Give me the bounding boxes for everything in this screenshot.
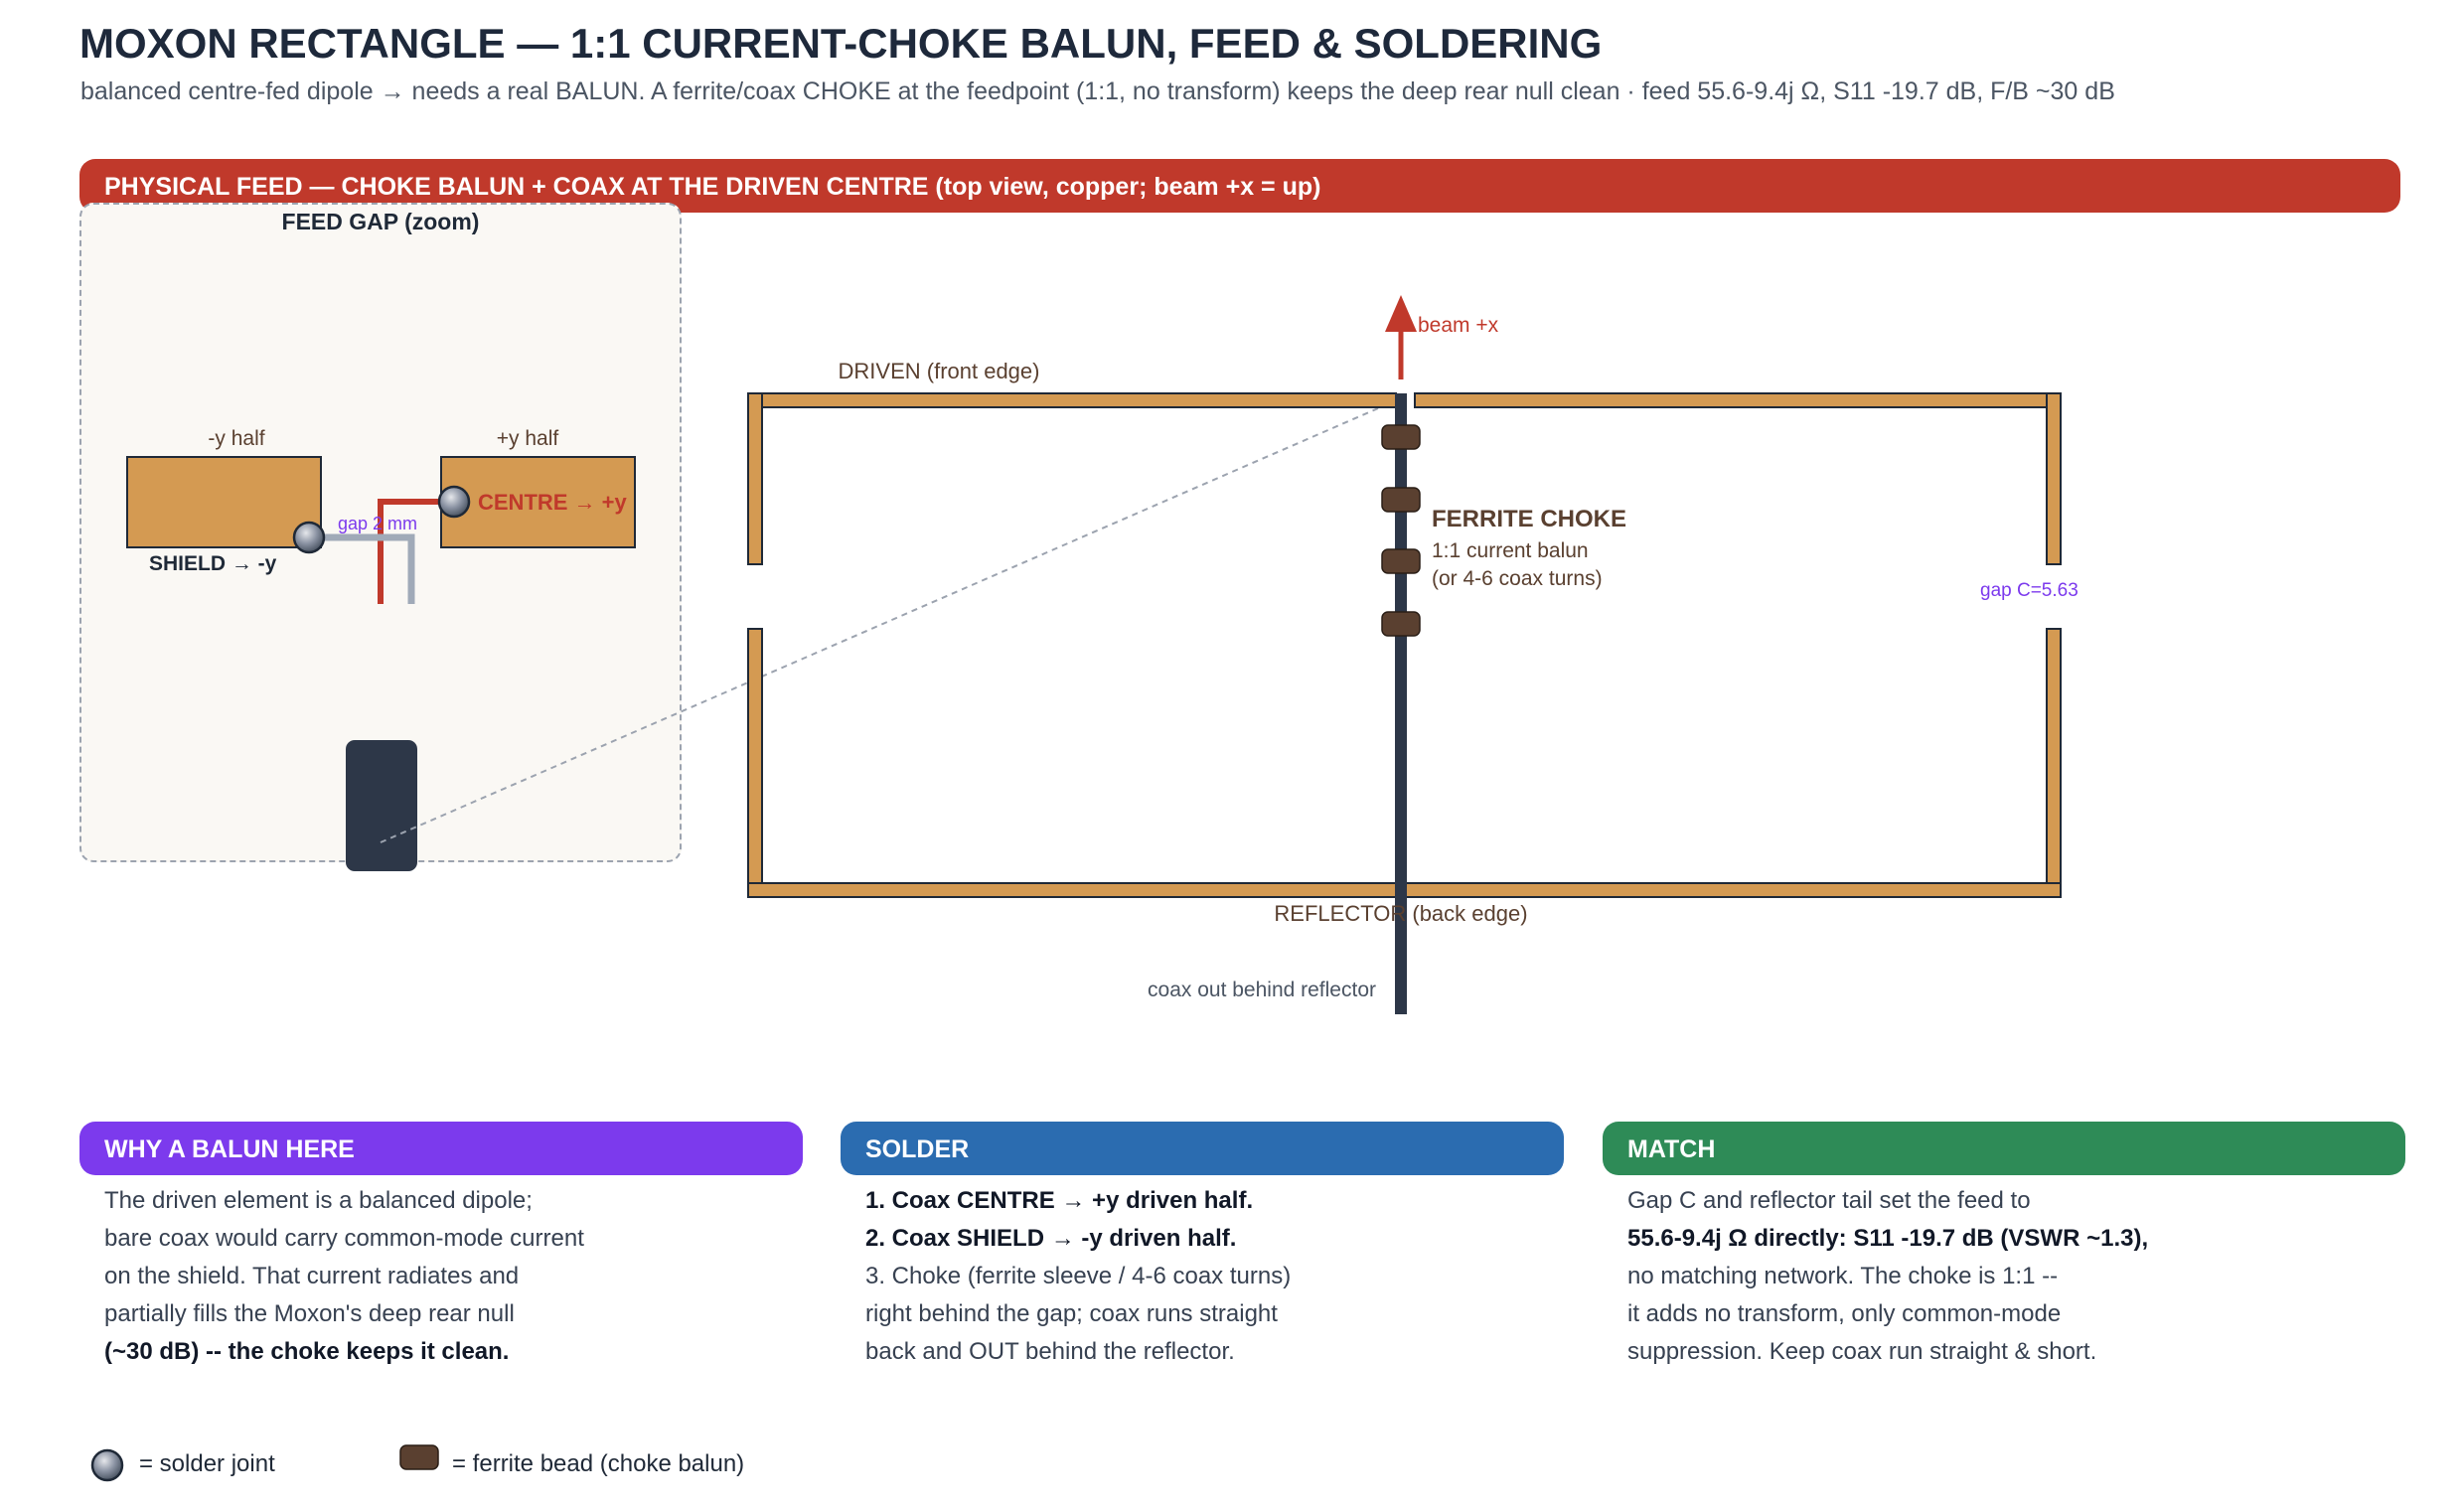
why-balun-header: WHY A BALUN HERE: [79, 1122, 803, 1175]
beam-arrow-icon: [1385, 295, 1417, 332]
legend-solder-joint-icon: [90, 1448, 124, 1482]
reflector-label: REFLECTOR (back edge): [1274, 901, 1527, 926]
ferrite-bead: [1381, 548, 1421, 574]
match-line: suppression. Keep coax run straight & sh…: [1627, 1338, 2097, 1365]
driven-label: DRIVEN (front edge): [839, 359, 1040, 383]
why-line: The driven element is a balanced dipole;: [104, 1187, 533, 1214]
why-balun-text: The driven element is a balanced dipole;…: [104, 1182, 584, 1371]
reflector-tail-left: [747, 628, 763, 898]
solder-header: SOLDER: [841, 1122, 1564, 1175]
zoom-centre-label: CENTRE → +y: [478, 490, 628, 515]
zoom-centre-solder-joint: [437, 485, 471, 519]
why-line: (~30 dB) -- the choke keeps it clean.: [104, 1338, 510, 1365]
driven-tail-left: [747, 392, 763, 565]
beam-direction-label: beam +x: [1418, 314, 1499, 337]
solder-text: 1. Coax CENTRE → +y driven half. 2. Coax…: [865, 1182, 1291, 1371]
legend-solder-joint-label: = solder joint: [139, 1450, 275, 1477]
ferrite-choke-desc-2: (or 4-6 coax turns): [1432, 567, 1603, 590]
zoom-shield-solder-joint: [292, 521, 326, 554]
gap-c-label: gap C=5.63: [1980, 580, 2079, 601]
zoom-shield-wire: [309, 533, 415, 604]
match-text: Gap C and reflector tail set the feed to…: [1627, 1182, 2148, 1371]
ferrite-bead: [1381, 424, 1421, 450]
reflector-tail-right: [2046, 628, 2062, 898]
zoom-gap-label: gap 2 mm: [338, 514, 417, 533]
driven-tail-right: [2046, 392, 2062, 565]
driven-element-right-half: [1414, 392, 2062, 408]
page-subtitle: balanced centre-fed dipole → needs a rea…: [80, 77, 2115, 105]
why-line: bare coax would carry common-mode curren…: [104, 1225, 584, 1252]
zoom-left-half-label: -y half: [208, 427, 264, 450]
driven-element-left-half: [747, 392, 1397, 408]
match-line: no matching network. The choke is 1:1 --: [1627, 1263, 2059, 1289]
solder-step: 3. Choke (ferrite sleeve / 4-6 coax turn…: [865, 1263, 1292, 1289]
legend-ferrite-bead-label: = ferrite bead (choke balun): [452, 1450, 745, 1477]
match-header: MATCH: [1603, 1122, 2405, 1175]
match-line: it adds no transform, only common-mode: [1627, 1300, 2062, 1327]
zoom-leader-line: [380, 404, 1386, 843]
coax-exit-label: coax out behind reflector: [1148, 979, 1376, 1001]
solder-step: right behind the gap; coax runs straight: [865, 1300, 1278, 1327]
zoom-left-copper-half: [126, 456, 322, 548]
page-title: MOXON RECTANGLE — 1:1 CURRENT-CHOKE BALU…: [79, 20, 1603, 67]
solder-step: back and OUT behind the reflector.: [865, 1338, 1235, 1365]
match-line: 55.6-9.4j Ω directly: S11 -19.7 dB (VSWR…: [1627, 1225, 2149, 1252]
zoom-shield-label: SHIELD → -y: [149, 552, 277, 575]
zoom-title: FEED GAP (zoom): [282, 209, 480, 234]
why-line: on the shield. That current radiates and: [104, 1263, 520, 1289]
legend-ferrite-bead-icon: [399, 1444, 439, 1470]
ferrite-choke-title: FERRITE CHOKE: [1432, 506, 1626, 532]
solder-step: 2. Coax SHIELD → -y driven half.: [865, 1225, 1237, 1252]
ferrite-bead: [1381, 487, 1421, 513]
zoom-right-half-label: +y half: [497, 427, 559, 450]
why-line: partially fills the Moxon's deep rear nu…: [104, 1300, 515, 1327]
ferrite-bead: [1381, 611, 1421, 637]
solder-step: 1. Coax CENTRE → +y driven half.: [865, 1187, 1254, 1214]
match-line: Gap C and reflector tail set the feed to: [1627, 1187, 2031, 1214]
ferrite-choke-desc-1: 1:1 current balun: [1432, 539, 1589, 562]
zoom-coax-cable-end: [346, 740, 417, 871]
zoom-centre-wire: [378, 499, 452, 604]
